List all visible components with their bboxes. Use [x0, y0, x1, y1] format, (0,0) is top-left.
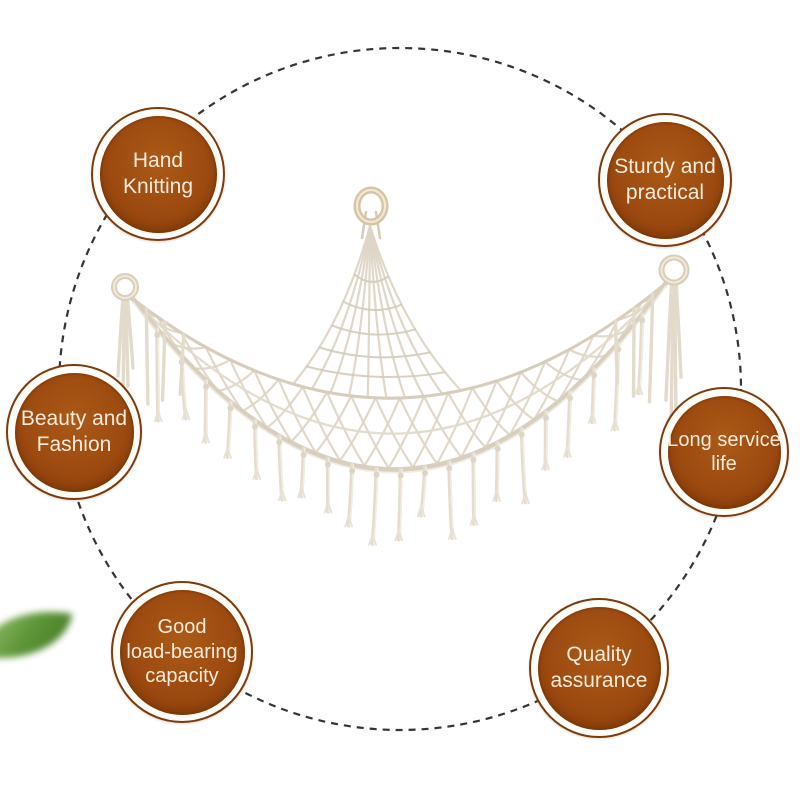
badge-label: Sturdy and practical	[614, 154, 716, 205]
badge-line: practical	[625, 181, 705, 204]
badge-label: Hand Knitting	[123, 148, 193, 199]
badge-line: Fashion	[36, 433, 112, 456]
badge-label: Beauty and Fashion	[21, 406, 127, 457]
feature-badge-long-service-life: Long service life	[659, 387, 789, 517]
badge-disc: Beauty and Fashion	[14, 372, 134, 492]
badge-disc: Quality assurance	[537, 606, 661, 730]
badge-label: Quality assurance	[551, 642, 648, 693]
badge-disc: Long service life	[667, 395, 781, 509]
badge-line: capacity	[145, 665, 219, 688]
badge-line: Beauty and	[20, 407, 128, 431]
badge-line: Knitting	[122, 175, 194, 198]
badge-line: life	[711, 453, 737, 475]
badge-line: Long service	[667, 428, 781, 451]
badge-line: assurance	[550, 669, 648, 692]
badge-disc: Good load-bearing capacity	[119, 589, 245, 715]
macrame-net-photo	[111, 186, 690, 546]
badge-disc: Hand Knitting	[99, 115, 217, 233]
feature-badge-quality-assurance: Quality assurance	[529, 598, 669, 738]
feature-badge-load-bearing: Good load-bearing capacity	[111, 581, 253, 723]
badge-line: Sturdy and	[614, 155, 716, 179]
badge-disc: Sturdy and practical	[606, 121, 724, 239]
badge-line: Good	[157, 616, 207, 639]
badge-line: Hand	[132, 149, 184, 173]
feature-badge-sturdy-practical: Sturdy and practical	[598, 113, 732, 247]
badge-label: Good load-bearing capacity	[126, 615, 237, 688]
feature-badge-hand-knitting: Hand Knitting	[91, 107, 225, 241]
badge-line: Quality	[566, 643, 632, 667]
feature-badge-beauty-fashion: Beauty and Fashion	[6, 364, 142, 500]
badge-label: Long service life	[667, 428, 780, 477]
badge-line: load-bearing	[126, 640, 238, 663]
